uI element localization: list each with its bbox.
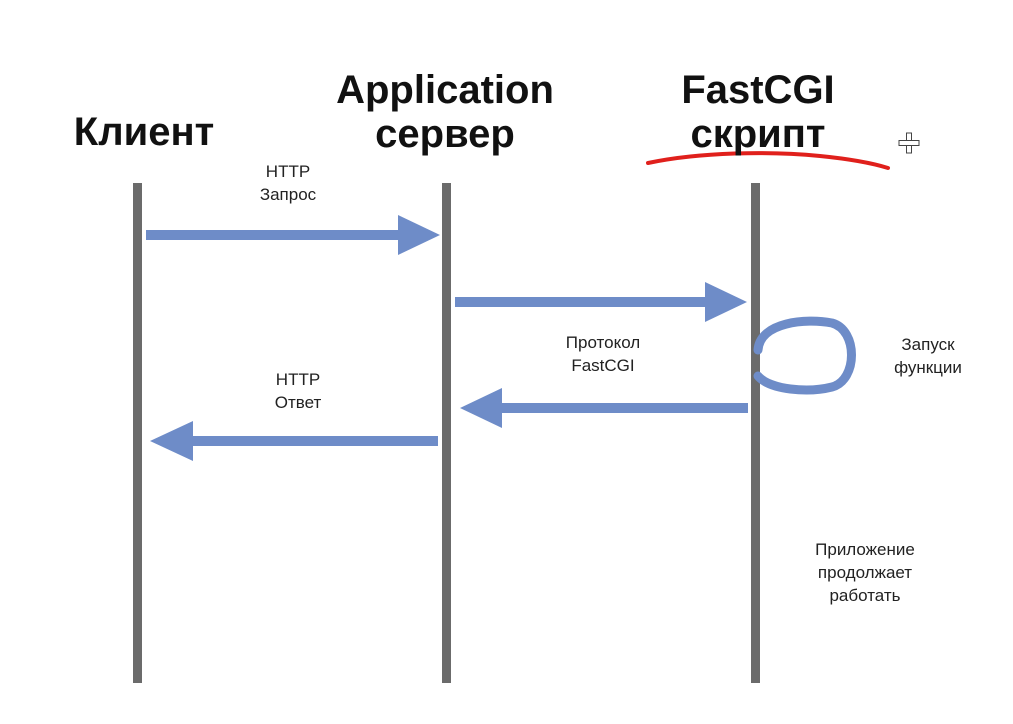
lifeline-app-server — [442, 183, 451, 683]
crosshair-cursor-icon — [898, 132, 920, 154]
actor-client: Клиент — [66, 110, 222, 154]
label-http-response: HTTP Ответ — [248, 368, 348, 414]
lifeline-client — [133, 183, 142, 683]
arrow-http-response — [150, 421, 438, 461]
arrow-http-request — [146, 215, 440, 255]
label-app-continues-line3: работать — [829, 586, 901, 605]
arrow-fastcgi-response — [460, 388, 748, 428]
label-http-request: HTTP Запрос — [238, 160, 338, 206]
arrow-fastcgi-request — [455, 282, 747, 322]
label-app-continues-line1: Приложение — [815, 540, 915, 559]
actor-fastcgi-script-line2: скрипт — [690, 112, 826, 156]
label-function-launch-line2: функции — [894, 358, 962, 377]
label-app-continues-line2: продолжает — [817, 563, 913, 582]
actor-client-line1: Клиент — [73, 110, 215, 154]
self-loop-function-launch — [753, 316, 856, 395]
annotation-underline — [646, 151, 890, 170]
actor-app-server-line2: сервер — [375, 112, 515, 156]
label-http-response-line2: Ответ — [274, 393, 322, 412]
label-function-launch-line1: Запуск — [901, 335, 955, 354]
actor-app-server: Application сервер — [325, 68, 565, 156]
label-http-request-line1: HTTP — [265, 162, 311, 181]
actor-fastcgi-script: FastCGI скрипт — [658, 68, 858, 156]
label-fastcgi-protocol-line2: FastCGI — [571, 356, 635, 375]
label-fastcgi-protocol-line1: Протокол — [565, 333, 641, 352]
label-app-continues: Приложение продолжает работать — [800, 538, 930, 607]
label-function-launch: Запуск функции — [873, 333, 983, 379]
label-http-request-line2: Запрос — [259, 185, 317, 204]
label-http-response-line1: HTTP — [275, 370, 321, 389]
label-fastcgi-protocol: Протокол FastCGI — [548, 331, 658, 377]
actor-fastcgi-script-line1: FastCGI — [681, 68, 835, 112]
lifeline-fastcgi-script — [751, 183, 760, 683]
actor-app-server-line1: Application — [336, 68, 554, 112]
